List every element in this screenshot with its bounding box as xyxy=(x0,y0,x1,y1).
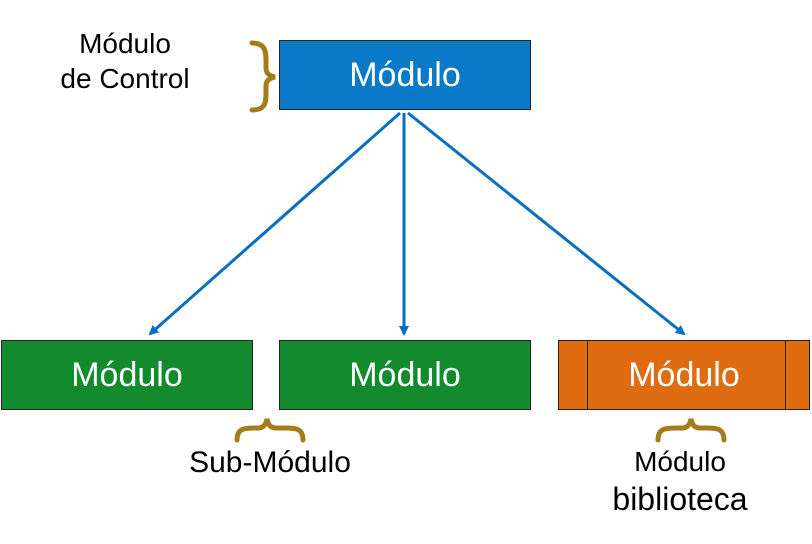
library-brace-icon xyxy=(655,418,727,443)
library-annotation-line1: Módulo xyxy=(634,446,726,477)
control-module-annotation: Módulo de Control xyxy=(40,26,210,96)
arrow-to-left-module xyxy=(148,111,401,336)
library-module-label: Módulo xyxy=(628,355,740,394)
sub-module-left-box: Módulo xyxy=(1,340,253,410)
library-module-left-bar xyxy=(587,341,588,409)
sub-module-annotation: Sub-Módulo xyxy=(170,444,370,482)
sub-module-left-label: Módulo xyxy=(71,355,183,394)
control-module-label: Módulo xyxy=(349,55,461,94)
control-brace-icon xyxy=(249,40,276,113)
library-module-annotation: Módulo biblioteca xyxy=(590,444,770,519)
sub-module-annotation-text: Sub-Módulo xyxy=(189,446,351,479)
control-module-box: Módulo xyxy=(279,40,531,110)
control-annotation-line1: Módulo xyxy=(79,28,171,59)
library-annotation-line2: biblioteca xyxy=(612,481,748,517)
arrow-to-library-module xyxy=(407,111,686,336)
sub-module-middle-box: Módulo xyxy=(279,340,531,410)
sub-module-middle-label: Módulo xyxy=(349,355,461,394)
library-module-box: Módulo xyxy=(558,340,810,410)
sub-module-brace-icon xyxy=(234,418,306,443)
control-annotation-line2: de Control xyxy=(60,63,190,94)
library-module-right-bar xyxy=(785,341,786,409)
